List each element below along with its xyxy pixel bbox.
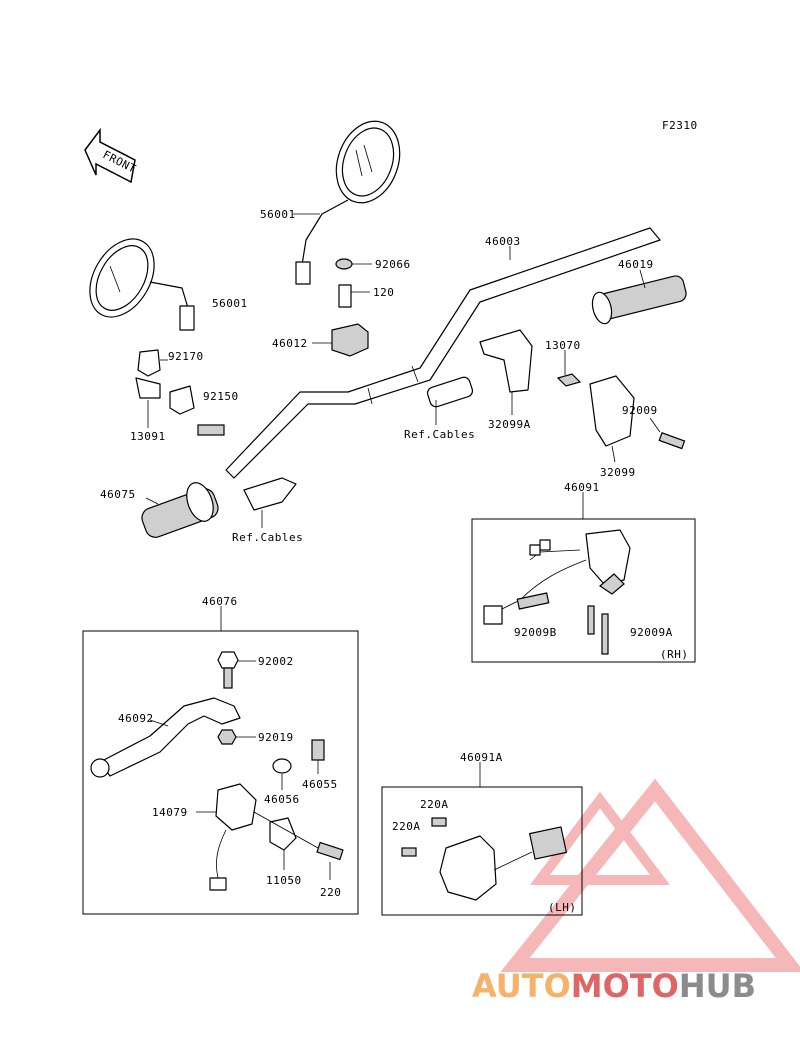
housing-32099-part — [589, 375, 635, 447]
front-arrow-icon: FRONT — [84, 127, 138, 184]
plate-13070-part — [556, 373, 582, 387]
label-13070: 13070 — [545, 339, 581, 352]
watermark-hub: HUB — [679, 967, 756, 1005]
rh-switch-box — [471, 518, 696, 663]
label-32099: 32099 — [600, 466, 636, 479]
label-13091: 13091 — [130, 430, 166, 443]
label-46092: 46092 — [118, 712, 154, 725]
label-92009b: 92009B — [514, 626, 557, 639]
cable-end-part-2 — [243, 477, 297, 511]
mirror-right-part — [295, 120, 401, 285]
label-92019: 92019 — [258, 731, 294, 744]
clamp-13091-part — [135, 377, 161, 399]
label-46012: 46012 — [272, 337, 308, 350]
label-220a-1: 220A — [420, 798, 449, 811]
switch-lh-part — [439, 826, 568, 901]
clamp-92150-part — [169, 385, 195, 415]
mirror-left-part — [89, 238, 195, 331]
clamp-11050-part — [269, 817, 297, 851]
watermark-auto: AUTO — [472, 967, 571, 1005]
label-lh: (LH) — [548, 901, 577, 914]
screw-220a-part-1 — [431, 817, 447, 827]
figure-code: F2310 — [662, 119, 698, 132]
lever-46092-part — [90, 697, 241, 778]
cable-end-part-1 — [426, 376, 474, 408]
handlebar-part — [225, 227, 661, 479]
pivot-46055-part — [311, 739, 325, 761]
lh-switch-box — [381, 786, 583, 916]
housing-32099a-part — [479, 329, 533, 393]
label-92170: 92170 — [168, 350, 204, 363]
label-120: 120 — [373, 286, 394, 299]
nut-92019-part — [217, 729, 237, 745]
label-rh: (RH) — [660, 648, 689, 661]
screw-92009b-part — [587, 605, 595, 635]
label-46075: 46075 — [100, 488, 136, 501]
label-46091: 46091 — [564, 481, 600, 494]
label-ref-cables-1: Ref.Cables — [404, 428, 475, 441]
screw-220a-part-2 — [401, 847, 417, 857]
label-92009a: 92009A — [630, 626, 673, 639]
nut-92066-part — [335, 258, 353, 270]
watermark-logo-icon — [500, 778, 800, 972]
grip-right-part — [591, 275, 687, 325]
watermark-moto: MOTO — [571, 967, 679, 1005]
label-46056: 46056 — [264, 793, 300, 806]
label-46055: 46055 — [302, 778, 338, 791]
label-11050: 11050 — [266, 874, 302, 887]
screw-92009a-part — [601, 613, 609, 655]
label-220: 220 — [320, 886, 341, 899]
label-92150: 92150 — [203, 390, 239, 403]
label-46091a: 46091A — [460, 751, 503, 764]
switch-rh-part — [483, 529, 631, 625]
label-56001-right: 56001 — [260, 208, 296, 221]
label-14079: 14079 — [152, 806, 188, 819]
label-46003: 46003 — [485, 235, 521, 248]
label-46076: 46076 — [202, 595, 238, 608]
washer-46056-part — [272, 758, 292, 774]
label-56001-left: 56001 — [212, 297, 248, 310]
label-92002: 92002 — [258, 655, 294, 668]
lever-assy-box — [82, 630, 359, 915]
label-220a-2: 220A — [392, 820, 421, 833]
bolt-120-part — [338, 284, 352, 308]
screw-220-part — [316, 841, 344, 861]
grip-left-part — [141, 482, 219, 538]
bolt-left-clamp-part — [197, 424, 225, 436]
bolt-92002-part — [217, 651, 239, 689]
watermark-text: AUTOMOTOHUB — [472, 967, 756, 1005]
bracket-14079-part — [209, 783, 257, 891]
label-32099a: 32099A — [488, 418, 531, 431]
label-92009: 92009 — [622, 404, 658, 417]
clamp-92170-part — [137, 349, 161, 377]
screw-92009-part — [658, 432, 686, 450]
label-ref-cables-2: Ref.Cables — [232, 531, 303, 544]
label-92066: 92066 — [375, 258, 411, 271]
label-46019: 46019 — [618, 258, 654, 271]
holder-46012-part — [331, 323, 369, 357]
